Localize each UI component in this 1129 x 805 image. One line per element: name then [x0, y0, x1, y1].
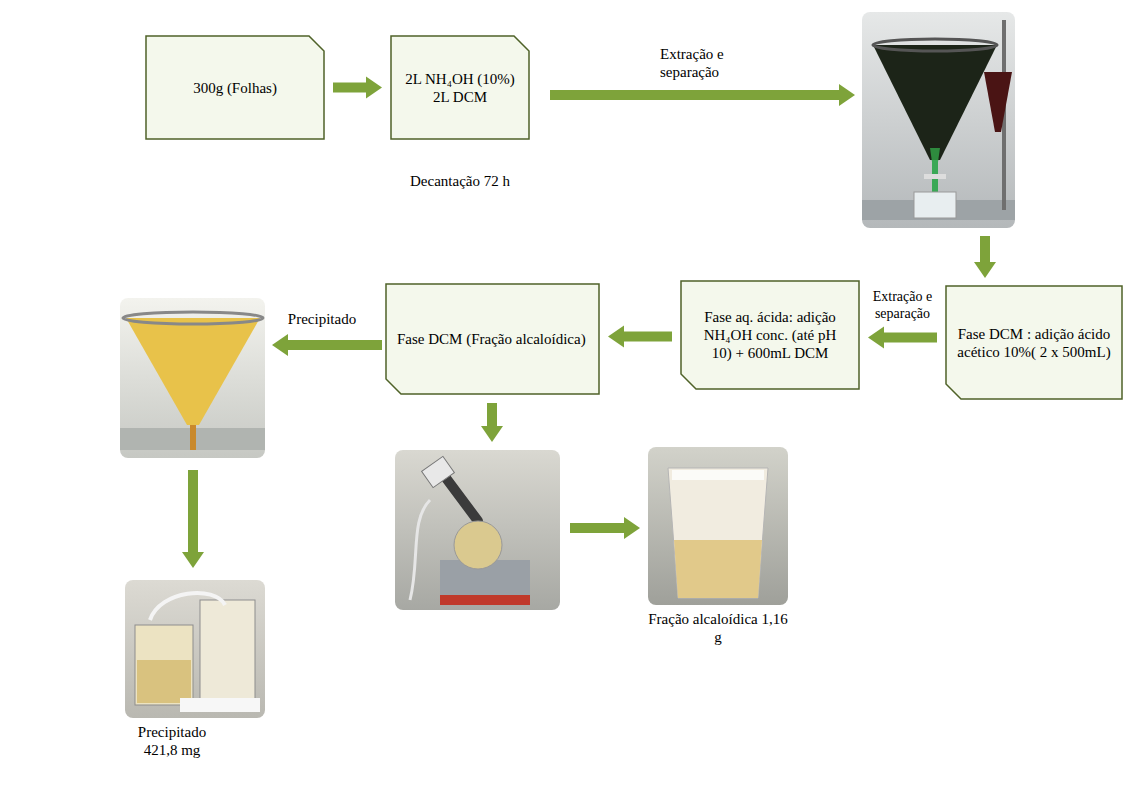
caption-text: Precipitado 421,8 mg [127, 723, 217, 759]
caption-wrap: Fração alcaloídica 1,16 g [648, 610, 788, 646]
flow-arrow [272, 334, 382, 356]
flask [454, 521, 502, 569]
edge-label: Extração e separação [871, 289, 934, 323]
caption-wrap: Decantação 72 h [390, 172, 530, 190]
tubing [410, 500, 430, 600]
box-text: 300g (Folhas) [193, 79, 277, 97]
glass-content [674, 540, 762, 598]
box-shape [946, 286, 1122, 399]
box-shape [391, 36, 529, 139]
box-shape [386, 284, 599, 394]
process-box: Fase DCM : adição ácido acético 10%( 2 x… [945, 285, 1123, 400]
beaker [135, 625, 193, 705]
caption-wrap: Precipitado 421,8 mg [127, 723, 217, 759]
box-text: 2L NH₄OH (10%) 2L DCM [402, 70, 518, 106]
photo-frame [862, 12, 1015, 228]
bath-base [440, 595, 530, 605]
flow-arrow [608, 326, 672, 348]
flow-arrow [333, 77, 382, 99]
box-outline [945, 285, 1123, 400]
flow-arrow [182, 470, 204, 568]
photo-node: Fração alcaloídica 1,16 g [648, 447, 788, 605]
process-box: Fase DCM (Fração alcaloídica) [385, 283, 600, 395]
funnel-ring [123, 312, 263, 324]
photo-node: Precipitado 421,8 mg [125, 580, 265, 718]
process-box: 2L NH₄OH (10%) 2L DCMDecantação 72 h [390, 35, 530, 140]
funnel-yellow [126, 318, 260, 425]
glass [668, 468, 768, 598]
flow-arrow [868, 327, 937, 349]
box-shape [146, 36, 324, 139]
box-text: Fase DCM : adição ácido acético 10%( 2 x… [957, 325, 1111, 361]
funnel-small [984, 72, 1012, 132]
caption-text: Fração alcaloídica 1,16 g [648, 610, 788, 646]
flow-label: Precipitado [282, 310, 362, 328]
flow-label: Extração e separação [660, 45, 740, 81]
process-box: Fase aq. ácida: adição NH₄OH conc. (até … [680, 280, 860, 390]
box-text: Fase DCM (Fração alcaloídica) [397, 330, 586, 348]
label-wrap: Precipitado [282, 310, 362, 328]
flow-arrow [570, 517, 640, 539]
photo-frame [648, 447, 788, 605]
beaker [914, 192, 956, 218]
flow-arrow [481, 403, 503, 442]
photo-frame [120, 298, 265, 458]
foam-base [180, 698, 260, 712]
caption-text: Decantação 72 h [390, 172, 530, 190]
photo-frame [395, 450, 560, 610]
box-shape [681, 281, 859, 389]
beaker [200, 600, 255, 700]
box-text: Fase aq. ácida: adição NH₄OH conc. (até … [692, 308, 848, 362]
box-outline [390, 35, 530, 140]
label-wrap: Extração e separação [660, 45, 740, 81]
motor [422, 456, 455, 487]
flow-arrow [550, 84, 855, 106]
beaker-content [137, 660, 191, 703]
process-box: 300g (Folhas) [145, 35, 325, 140]
glass-rim [672, 470, 764, 480]
tubing [150, 593, 225, 620]
funnel-green-phase [930, 148, 940, 162]
funnel-dark [873, 45, 997, 160]
stopcock [924, 174, 946, 179]
edge-label-wrap: Extração e separação [871, 289, 934, 323]
flow-arrow [974, 236, 996, 278]
funnel-stem [190, 425, 196, 450]
funnel-ring [873, 39, 997, 51]
photo-frame [125, 580, 265, 718]
